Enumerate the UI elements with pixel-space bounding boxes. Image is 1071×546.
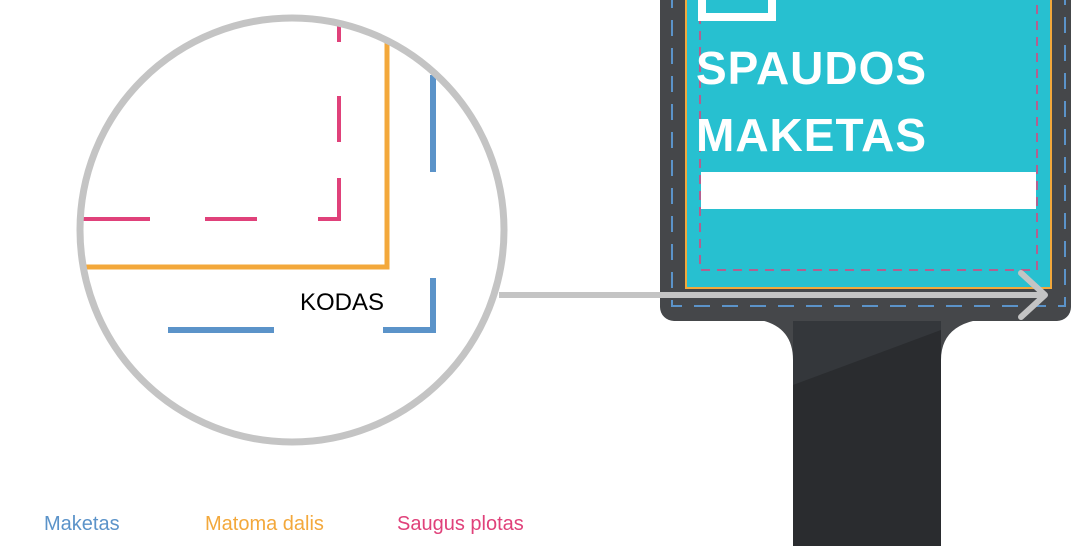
arrow-head-icon [1018, 270, 1048, 320]
logo-placeholder [698, 0, 776, 21]
code-label: KODAS [300, 289, 384, 316]
sign-panel [686, 0, 1051, 288]
legend-item-layout: Maketas [44, 513, 120, 535]
zoom-contents: KODAS [80, 20, 436, 333]
legend-item-visible-area: Matoma dalis [205, 513, 324, 535]
sign-shoulder-right [941, 318, 1000, 360]
zoom-lens: KODAS [76, 14, 508, 446]
sign-shoulder-left [740, 318, 793, 360]
headline-line-1: SPAUDOS [696, 42, 927, 94]
white-text-bar [701, 172, 1036, 209]
visible-area-corner [80, 20, 390, 270]
sign-post-shade [793, 300, 941, 385]
connector-arrow [499, 270, 1048, 320]
safe-area-border [699, 0, 1038, 271]
visible-area-border [685, 0, 1052, 289]
legend-item-safe-area: Saugus plotas [397, 513, 524, 535]
zoom-outline [76, 14, 508, 446]
zoom-background [80, 18, 504, 442]
sign-illustration: SPAUDOS MAKETAS [660, 0, 1071, 546]
headline-line-2: MAKETAS [696, 109, 927, 161]
layout-border [671, 0, 1066, 307]
